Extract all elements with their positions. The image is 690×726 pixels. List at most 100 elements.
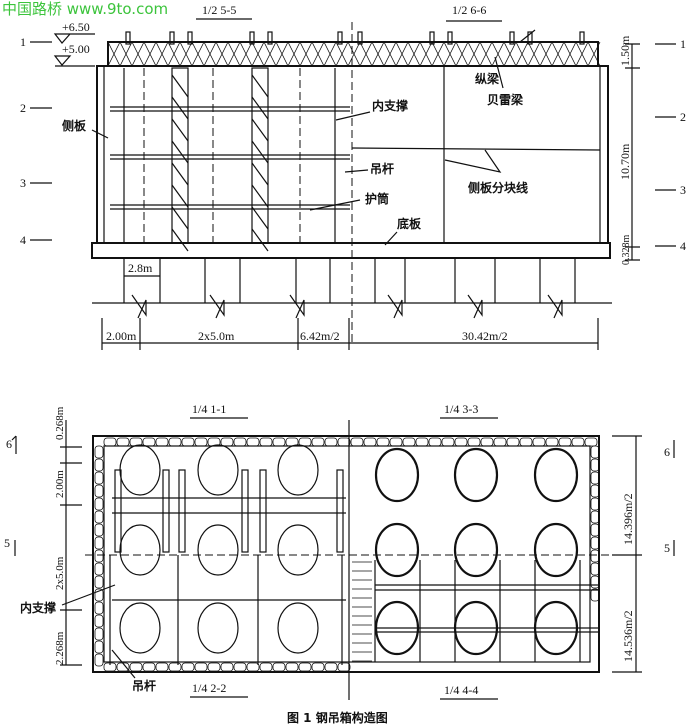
wall-cell [415, 437, 429, 447]
wall-cell [532, 437, 546, 447]
beam-stud [337, 31, 343, 45]
wall-cell [311, 662, 325, 672]
section-arrows [11, 435, 675, 556]
hanger-beam [336, 469, 344, 553]
level-mark-left: 4 [20, 233, 26, 247]
wall-cell [363, 437, 377, 447]
leader [111, 649, 136, 679]
break-mark [467, 294, 483, 319]
wall-cell [590, 510, 600, 524]
truss-diagonal [383, 41, 397, 67]
wall-cell [129, 662, 143, 672]
beam-stud [125, 31, 131, 45]
wall-cell [590, 575, 600, 589]
wall-cell [337, 662, 351, 672]
truss-diagonal [179, 41, 193, 67]
truss-diagonal [419, 41, 433, 67]
wall-cell [454, 437, 468, 447]
wall-cell [259, 437, 273, 447]
casing-circle [197, 444, 239, 496]
inner-brace [110, 154, 350, 160]
truss-diagonal [143, 41, 157, 67]
section-label-6-6: 1/2 6-6 [452, 3, 486, 17]
wall-cell [94, 536, 104, 550]
label-inner-brace: 内支撑 [372, 98, 408, 113]
casing-circle [277, 602, 319, 654]
casing-circle [533, 447, 579, 503]
watermark: 中国路桥 www.9to.com [2, 0, 168, 18]
wall-cell [233, 437, 247, 447]
truss-diagonal [407, 41, 421, 67]
wall-cell [272, 437, 286, 447]
truss-diagonal [323, 41, 337, 67]
leader [61, 584, 116, 606]
truss-diagonal [171, 96, 189, 120]
wall-cell [181, 662, 195, 672]
label-split-line: 侧板分块线 [468, 180, 528, 195]
label-side-plate: 侧板 [62, 118, 87, 133]
dim-14-396: 14.396m/2 [621, 493, 635, 545]
truss-diagonal [171, 184, 189, 208]
split-line-h [351, 147, 601, 151]
truss-diagonal [527, 41, 541, 67]
truss-diagonal [251, 118, 269, 142]
hanger-beam [178, 469, 186, 553]
wall-cell [155, 662, 169, 672]
beam-stud [429, 31, 435, 45]
dim-2x5-plan: 2x5.0m [54, 556, 66, 590]
truss-diagonal [431, 41, 445, 67]
truss-diagonal [287, 41, 301, 67]
level-mark-left: 3 [20, 176, 26, 190]
mark-6-right: 6 [664, 445, 670, 459]
wall-cell [350, 437, 364, 447]
section-label-2-2: 1/4 2-2 [192, 681, 226, 695]
wall-cell [558, 437, 572, 447]
truss-diagonal [167, 41, 181, 67]
truss-diagonal [503, 41, 517, 67]
casing-circle [277, 524, 319, 576]
break-mark [131, 294, 147, 319]
wall-cell [94, 497, 104, 511]
wall-cell [311, 437, 325, 447]
truss-diagonal [251, 96, 269, 120]
wall-cell [584, 437, 598, 447]
level-mark-right: 3 [680, 183, 686, 197]
leader [309, 199, 361, 211]
level-mark-right: 4 [680, 239, 686, 253]
wall-cell [94, 653, 104, 667]
beam-stud [249, 31, 255, 45]
break-mark [387, 294, 403, 319]
level-mark-left: 1 [20, 35, 26, 49]
inner-brace [110, 106, 350, 112]
truss-diagonal [155, 41, 169, 67]
truss-diagonal [479, 41, 493, 67]
wall-cell [155, 437, 169, 447]
wall-cell [590, 445, 600, 459]
level-top: +6.50 [62, 20, 90, 34]
wall-cell [246, 662, 260, 672]
wall-cell [94, 627, 104, 641]
wall-cell [94, 471, 104, 485]
truss-diagonal [275, 41, 289, 67]
wall-cell [103, 437, 117, 447]
truss-diagonal [171, 162, 189, 186]
truss-diagonal [347, 41, 361, 67]
truss-diagonal [551, 41, 565, 67]
label-hanger-rod-plan: 吊杆 [132, 678, 156, 693]
truss-diagonal [359, 41, 373, 67]
wall-cell [324, 662, 338, 672]
wall-cell [324, 437, 338, 447]
wall-cell [428, 437, 442, 447]
wall-cell [480, 437, 494, 447]
casing-circle [119, 444, 161, 496]
wall-cell [142, 437, 156, 447]
wall-cell [94, 510, 104, 524]
wall-cell [94, 484, 104, 498]
mark-5-left: 5 [4, 536, 10, 550]
leader [519, 29, 536, 43]
beam-stud [447, 31, 453, 45]
wall-cell [116, 437, 130, 447]
wall-cell [590, 588, 600, 602]
level-mark-left: 2 [20, 101, 26, 115]
wall-cell [194, 662, 208, 672]
